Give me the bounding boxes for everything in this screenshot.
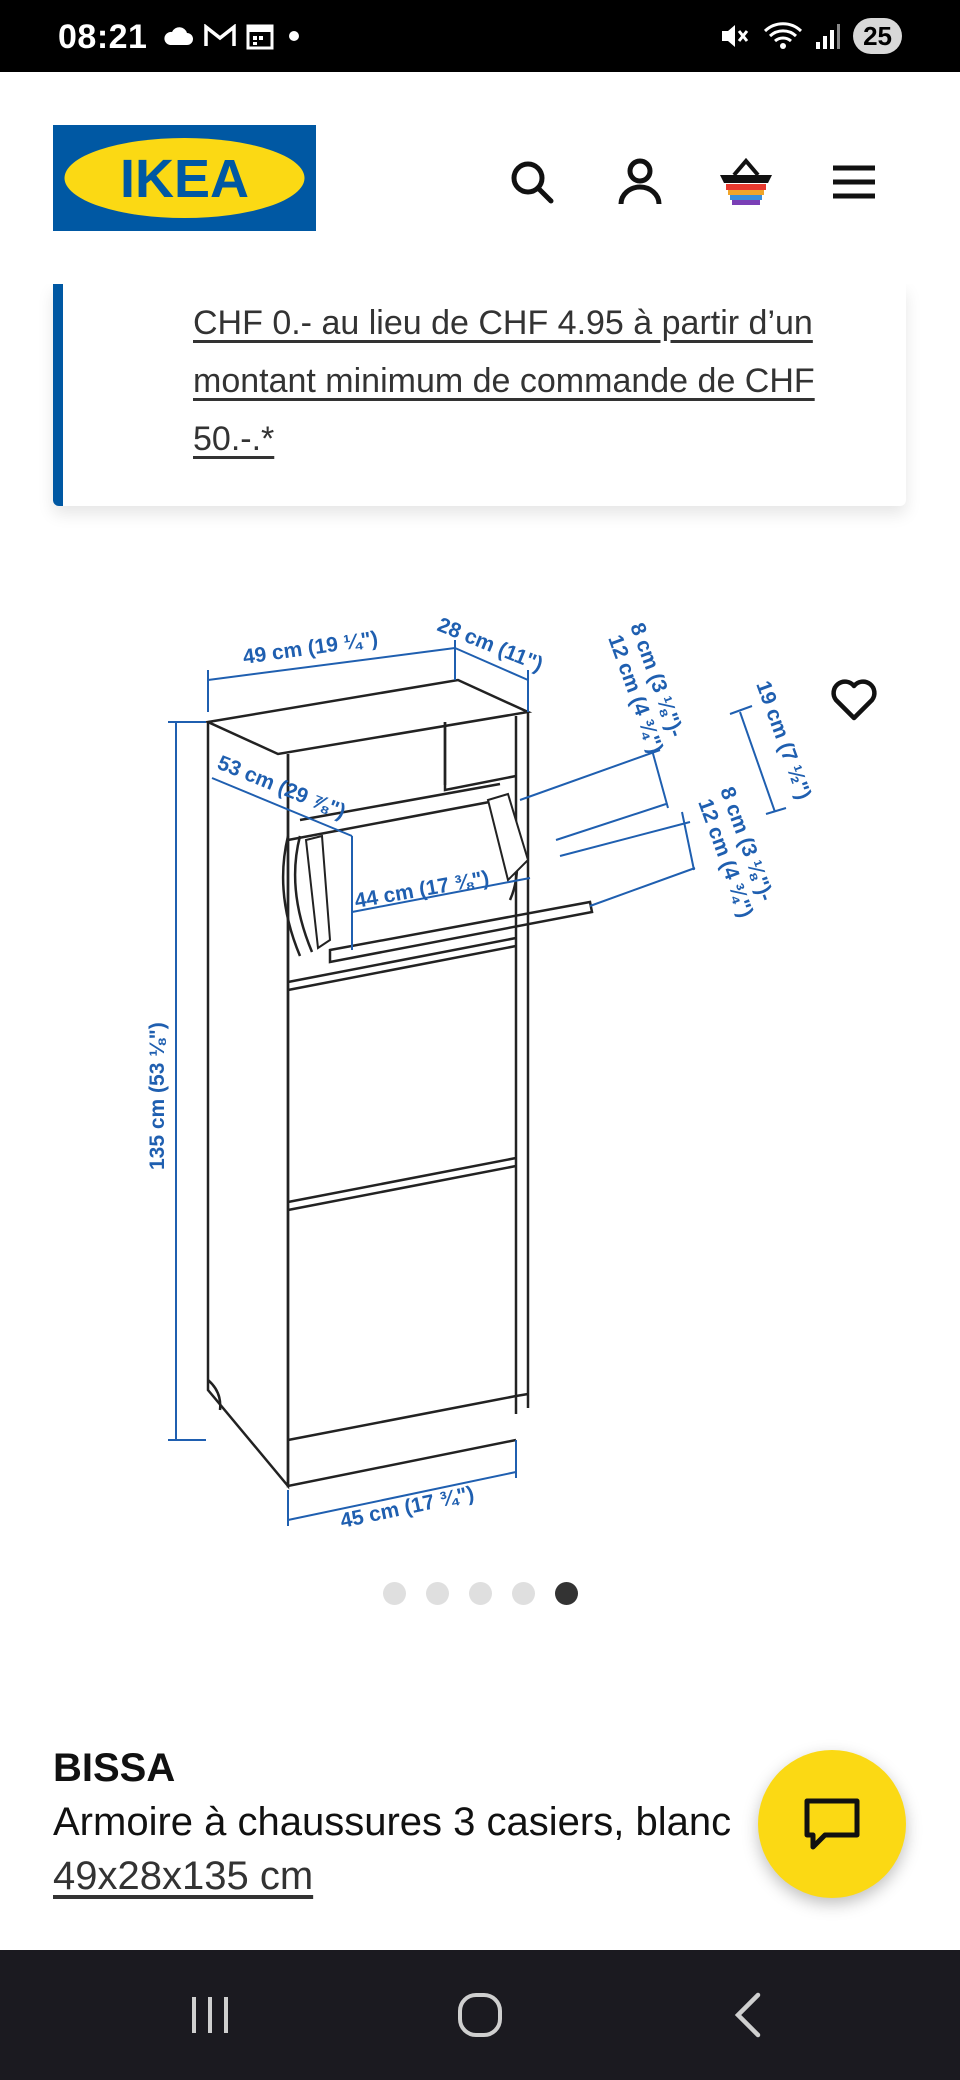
status-time: 08:21 (58, 18, 148, 56)
carousel-dot-active[interactable] (554, 1582, 578, 1605)
heart-icon (831, 679, 877, 721)
carousel-dot[interactable] (511, 1582, 535, 1605)
product-dimensions-link[interactable]: 49x28x135 cm (53, 1854, 314, 1898)
product-dimension-image[interactable]: 49 cm (19 ¼") 28 cm (11") 135 cm (53 ⅛")… (0, 570, 960, 1550)
carousel-dot[interactable] (425, 1582, 449, 1605)
carousel-dot[interactable] (468, 1582, 492, 1605)
back-button[interactable] (708, 1980, 788, 2050)
back-icon (734, 1992, 761, 2038)
carousel-dots (0, 1582, 960, 1606)
flap-hinge-drawing (304, 792, 530, 950)
status-bar: 08:21 25 (0, 0, 960, 72)
wifi-icon (764, 22, 803, 49)
recent-apps-button[interactable] (170, 1980, 250, 2050)
dot-icon (289, 31, 299, 41)
account-icon[interactable] (610, 152, 670, 212)
carousel-dot[interactable] (382, 1582, 406, 1605)
cloud-icon (164, 27, 193, 45)
dim-inner-width: 44 cm (17 ⅜") (353, 867, 491, 913)
home-button[interactable] (440, 1980, 520, 2050)
promo-accent-bar (53, 284, 63, 506)
dim-width-top: 49 cm (19 ¼") (241, 627, 379, 669)
dim-depth-top: 28 cm (11") (434, 613, 546, 676)
status-icons-right: 25 (719, 18, 902, 54)
system-nav-bar (0, 1950, 960, 2080)
recent-apps-icon (192, 1997, 228, 2033)
product-name: BISSA (53, 1746, 176, 1790)
promo-link[interactable]: CHF 0.- au lieu de CHF 4.95 à partir d’u… (193, 304, 815, 458)
logo-text: IKEA (120, 149, 249, 209)
dim-bottom-width: 45 cm (17 ¾") (338, 1482, 476, 1533)
mute-icon (722, 25, 749, 47)
status-icons-left (162, 22, 304, 50)
dimension-lines (168, 640, 787, 1526)
home-icon (458, 1993, 502, 2037)
chat-icon (804, 1798, 860, 1850)
battery-indicator: 25 (853, 18, 902, 54)
gmail-icon (204, 24, 236, 46)
app-header: IKEA (0, 72, 960, 284)
menu-icon[interactable] (824, 152, 884, 212)
product-description: Armoire à chaussures 3 casiers, blanc (53, 1800, 732, 1844)
cart-icon[interactable] (716, 152, 776, 212)
dim-right-b: 19 cm (7 ½") (751, 678, 815, 803)
calendar-icon (246, 24, 274, 50)
ikea-logo[interactable]: IKEA (53, 125, 316, 231)
search-icon[interactable] (502, 152, 562, 212)
chat-button[interactable] (758, 1750, 906, 1898)
dim-height: 135 cm (53 ⅛") (146, 1022, 169, 1170)
signal-icon (816, 24, 841, 49)
header-icons (0, 152, 960, 212)
favourite-button[interactable] (822, 670, 886, 730)
delivery-promo-banner: CHF 0.- au lieu de CHF 4.95 à partir d’u… (53, 284, 906, 506)
